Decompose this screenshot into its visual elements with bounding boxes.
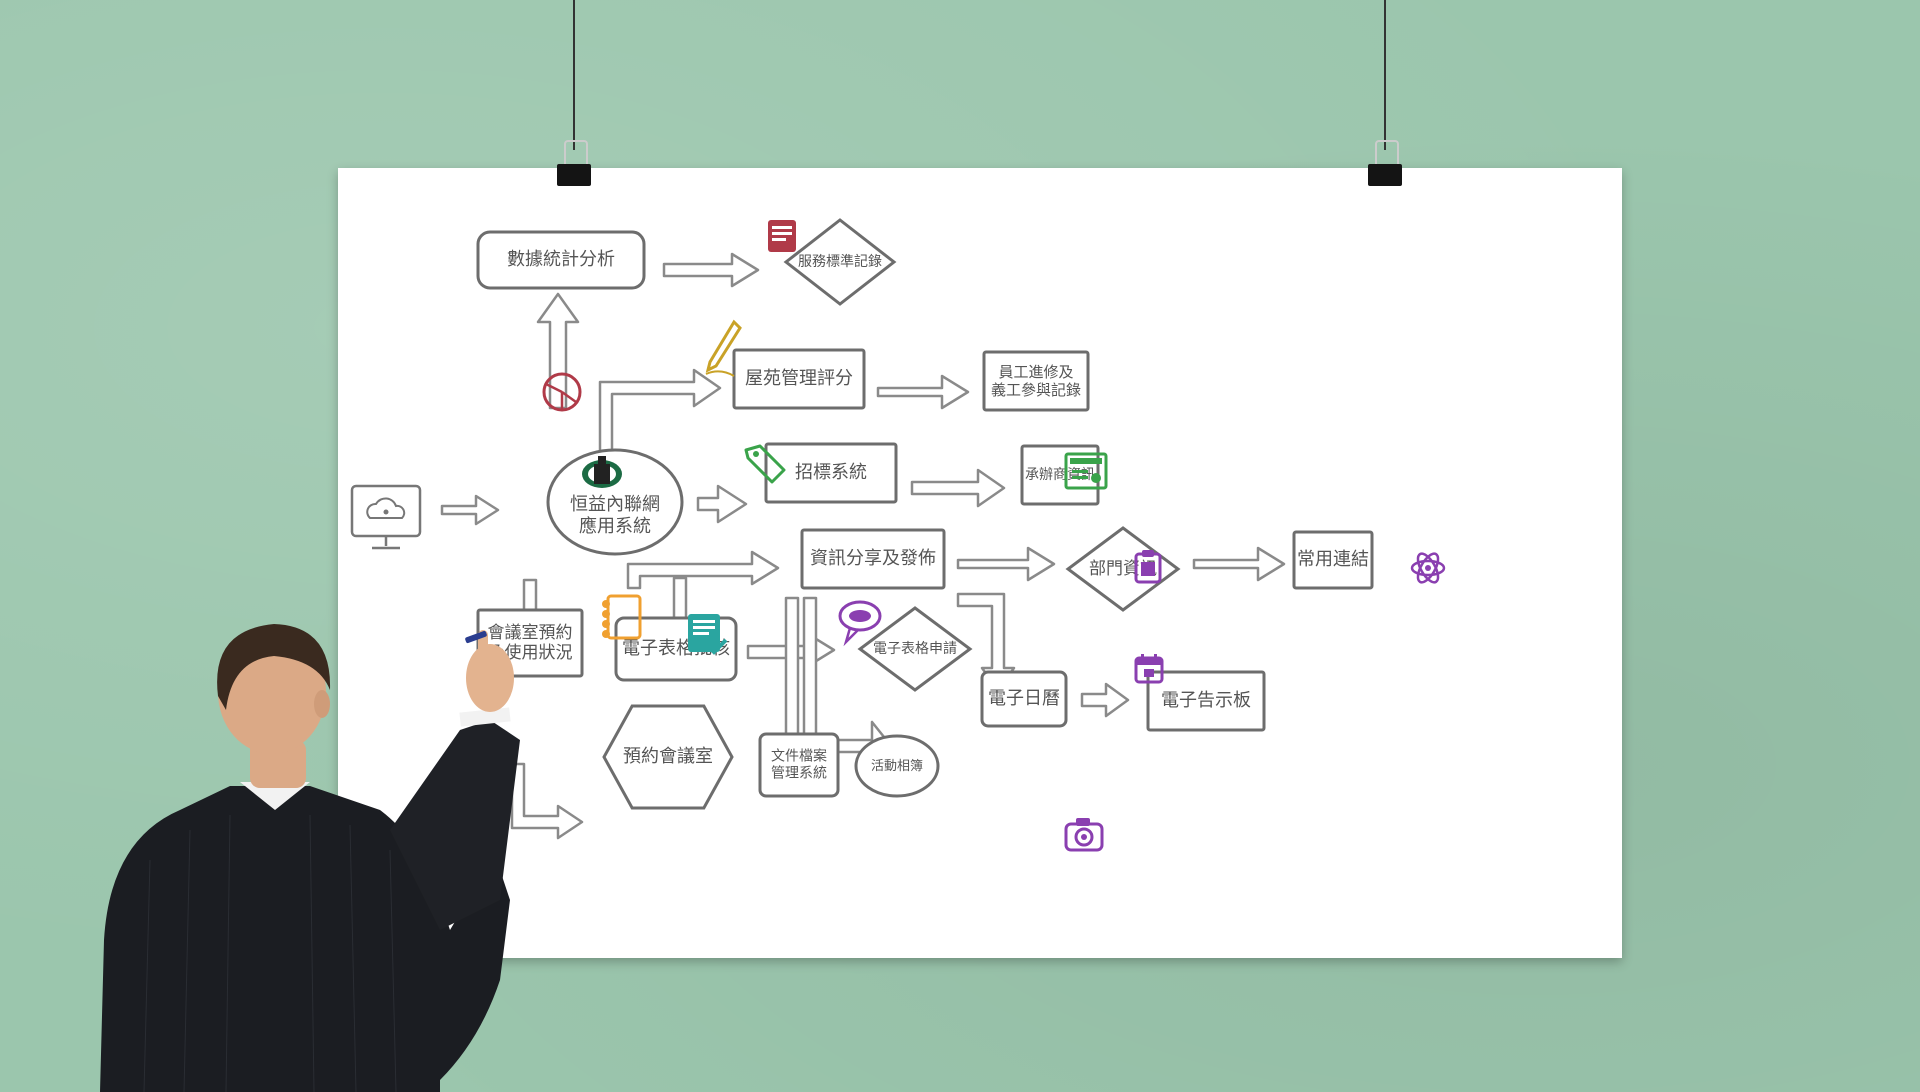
businessman-figure — [100, 624, 520, 1092]
diagram-board: 恒益內聯網應用系統 數據統計分析 服務標準記錄屋苑管理評分 員工進修及義工參與記錄招標… — [338, 168, 1622, 958]
node-shape-album — [854, 734, 940, 798]
node-label-stats: 數據統計分析 — [507, 249, 615, 270]
node-label-eapply: 電子表格申請 — [873, 641, 957, 657]
node-notice: 電子告示板 — [1146, 670, 1266, 732]
node-label-docs: 文件檔案管理系統 — [771, 748, 827, 782]
node-label-dept: 部門資訊 — [1089, 559, 1157, 579]
arrow-eform-to-info — [626, 550, 780, 590]
node-shape-docs — [758, 732, 840, 798]
node-shape-estate — [732, 348, 866, 410]
node-shape-notice — [1146, 670, 1266, 732]
node-shape-service — [783, 218, 897, 306]
node-label-links: 常用連結 — [1297, 549, 1369, 570]
tag-icon — [744, 444, 786, 484]
node-shape-links — [1292, 530, 1374, 590]
clipboard-icon — [1134, 550, 1162, 584]
node-service: 服務標準記錄 — [783, 218, 897, 306]
arrow-info-to-dept — [956, 546, 1056, 582]
node-docs: 文件檔案管理系統 — [758, 732, 840, 798]
atom-icon — [1410, 552, 1446, 584]
arrow-estate-to-staff — [876, 374, 970, 410]
hanging-wire-left — [573, 0, 575, 150]
node-label-notice: 電子告示板 — [1161, 690, 1251, 711]
node-shape-tender — [764, 442, 898, 504]
report-icon — [768, 220, 796, 252]
binder-clip-right — [1368, 140, 1402, 186]
arrow-hub-to-tender — [696, 484, 748, 524]
chat-bubble-icon — [838, 600, 882, 647]
node-label-hub: 恒益內聯網應用系統 — [570, 494, 660, 537]
node-shape-info — [800, 528, 946, 590]
arrow-stats-to-service — [662, 252, 760, 288]
computer-cloud-icon — [350, 484, 422, 550]
arrow-tender-to-contractor — [910, 468, 1006, 508]
icons-layer — [350, 220, 1446, 852]
camera-icon — [1064, 818, 1104, 852]
hanging-wire-right — [1384, 0, 1386, 150]
binder-clip-left — [557, 140, 591, 186]
node-shape-eapply — [857, 606, 973, 692]
node-shape-stats — [476, 230, 646, 290]
pen-icon — [705, 319, 742, 377]
node-tender: 招標系統 — [764, 442, 898, 504]
arrow-dept-to-links — [1192, 546, 1286, 582]
node-stats: 數據統計分析 — [476, 230, 646, 290]
node-estate: 屋苑管理評分 — [732, 348, 866, 410]
arrow-calendar-to-notice — [1080, 682, 1130, 718]
node-label-service: 服務標準記錄 — [798, 253, 882, 270]
node-album: 活動相簿 — [854, 734, 940, 798]
node-label-tender: 招標系統 — [795, 462, 867, 483]
node-calendar: 電子日曆 — [980, 670, 1068, 728]
node-shape-book — [602, 704, 734, 810]
certificate-icon — [1064, 452, 1108, 490]
arrow-computer-to-hub — [440, 494, 500, 526]
notebook-icon — [602, 594, 642, 640]
node-label-album: 活動相簿 — [871, 759, 923, 774]
node-info: 資訊分享及發佈 — [800, 528, 946, 590]
node-label-info: 資訊分享及發佈 — [810, 548, 936, 569]
node-shape-staff — [982, 350, 1090, 412]
document-check-icon — [688, 614, 728, 655]
node-book: 預約會議室 — [602, 704, 734, 810]
node-hub: 恒益內聯網應用系統 — [546, 448, 684, 556]
node-shape-calendar — [980, 670, 1068, 728]
node-shape-hub — [546, 448, 684, 556]
node-links: 常用連結 — [1292, 530, 1374, 590]
building-logo-icon — [582, 456, 622, 488]
calendar-icon — [1134, 654, 1164, 684]
node-label-contractor: 承辦商資訊 — [1025, 467, 1095, 483]
node-staff: 員工進修及義工參與記錄 — [982, 350, 1090, 412]
node-eapply: 電子表格申請 — [857, 606, 973, 692]
pie-chart-icon — [542, 372, 582, 412]
node-label-staff: 員工進修及義工參與記錄 — [991, 363, 1081, 399]
node-label-book: 預約會議室 — [623, 746, 713, 767]
node-label-calendar: 電子日曆 — [988, 688, 1060, 709]
arrow-hub-to-estate — [598, 368, 722, 454]
node-label-estate: 屋苑管理評分 — [745, 368, 853, 389]
